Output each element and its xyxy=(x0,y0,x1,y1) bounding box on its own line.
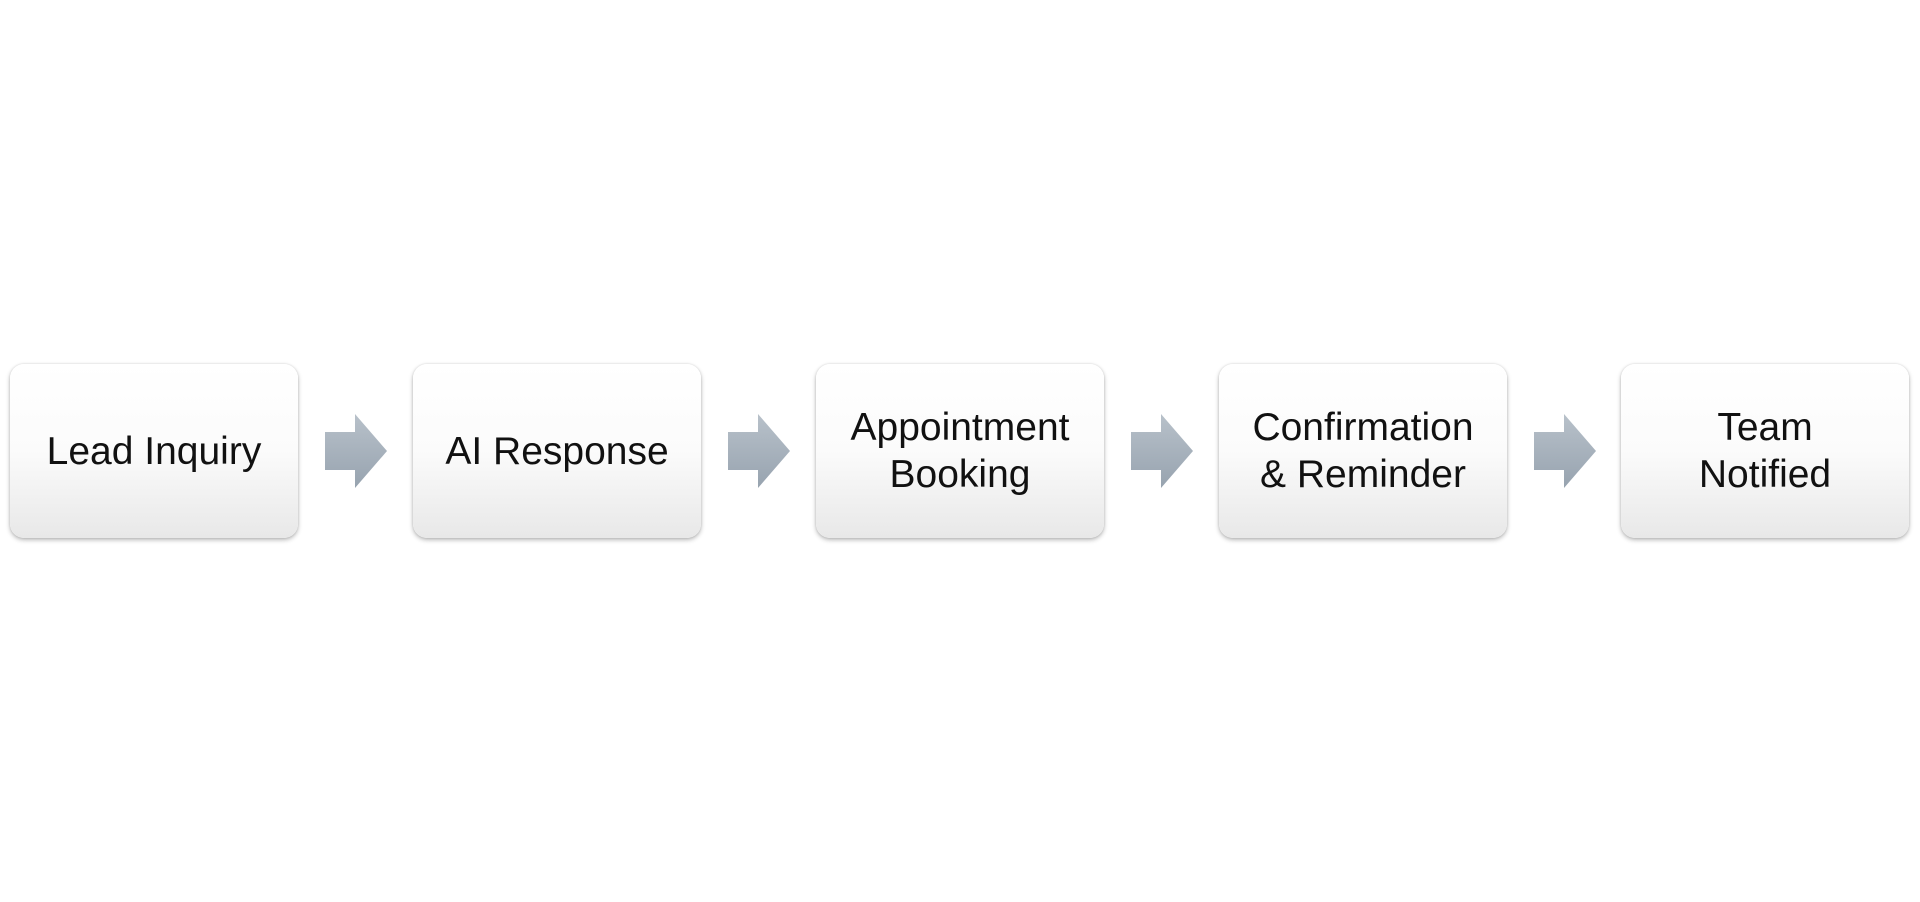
step-label: AI Response xyxy=(445,429,669,473)
step-label: Appointment Booking xyxy=(850,406,1070,496)
right-arrow-icon xyxy=(728,414,792,488)
right-arrow-icon xyxy=(1534,414,1598,488)
step-appointment-booking: Appointment Booking xyxy=(816,364,1104,538)
step-label: Lead Inquiry xyxy=(46,429,262,473)
step-ai-response: AI Response xyxy=(413,364,701,538)
step-label: Team Notified xyxy=(1698,406,1832,496)
right-arrow-icon xyxy=(325,414,389,488)
step-team-notified: Team Notified xyxy=(1621,364,1909,538)
right-arrow-icon xyxy=(1131,414,1195,488)
step-confirmation-reminder: Confirmation & Reminder xyxy=(1219,364,1507,538)
step-lead-inquiry: Lead Inquiry xyxy=(10,364,298,538)
step-label: Confirmation & Reminder xyxy=(1252,406,1474,496)
